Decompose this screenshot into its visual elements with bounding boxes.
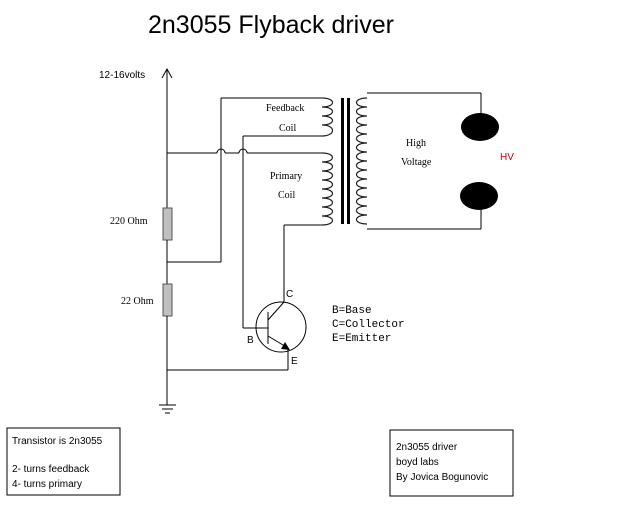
base-wire — [242, 135, 322, 329]
supply-voltage-label: 12-16volts — [99, 70, 145, 81]
info-box-line1: Transistor is 2n3055 — [12, 436, 103, 447]
secondary-label-line1: High — [406, 138, 426, 149]
resistor-220-label: 220 Ohm — [110, 216, 148, 227]
resistor-22-ohm — [162, 283, 173, 317]
supply-to-primary-wire — [167, 148, 322, 154]
primary-coil-label-line2: Coil — [278, 190, 295, 201]
pin-label-base: B — [247, 335, 254, 346]
supply-arrow — [161, 67, 173, 208]
credit-box-line2: boyd labs — [396, 457, 439, 468]
primary-coil-icon — [321, 152, 334, 226]
feedback-coil-label-line1: Feedback — [266, 103, 304, 114]
transistor-icon — [255, 301, 307, 353]
collector-wire — [283, 224, 322, 302]
secondary-label-line2: Voltage — [401, 157, 432, 168]
primary-coil-label-line1: Primary — [270, 171, 302, 182]
info-box-line2: 2- turns feedback — [12, 464, 90, 475]
emitter-wire — [167, 348, 289, 371]
info-box — [6, 427, 121, 496]
credit-box-line3: By Jovica Bogunovic — [396, 472, 488, 483]
legend-line-emitter: E=Emitter — [332, 333, 391, 345]
hv-leads — [367, 92, 482, 230]
feedback-coil-label-line2: Coil — [279, 123, 296, 134]
resistor-22-label: 22 Ohm — [121, 296, 154, 307]
secondary-coil-icon — [355, 97, 368, 225]
credit-box-line1: 2n3055 driver — [396, 442, 458, 453]
hv-electrode-bottom — [460, 182, 498, 210]
pin-label-collector: C — [286, 289, 293, 300]
legend-line-collector: C=Collector — [332, 319, 405, 331]
feedback-coil-icon — [321, 97, 334, 137]
feedback-wire — [167, 97, 322, 263]
credit-box — [389, 429, 514, 497]
resistor-220-ohm — [162, 207, 173, 241]
info-box-line3: 4- turns primary — [12, 479, 82, 490]
transformer-core — [341, 98, 350, 224]
schematic-title: 2n3055 Flyback driver — [148, 11, 394, 39]
ground-icon — [159, 404, 176, 414]
pin-label-emitter: E — [291, 356, 298, 367]
legend-line-base: B=Base — [332, 305, 372, 317]
hv-electrode-top — [461, 113, 499, 141]
hv-label: HV — [500, 152, 514, 163]
